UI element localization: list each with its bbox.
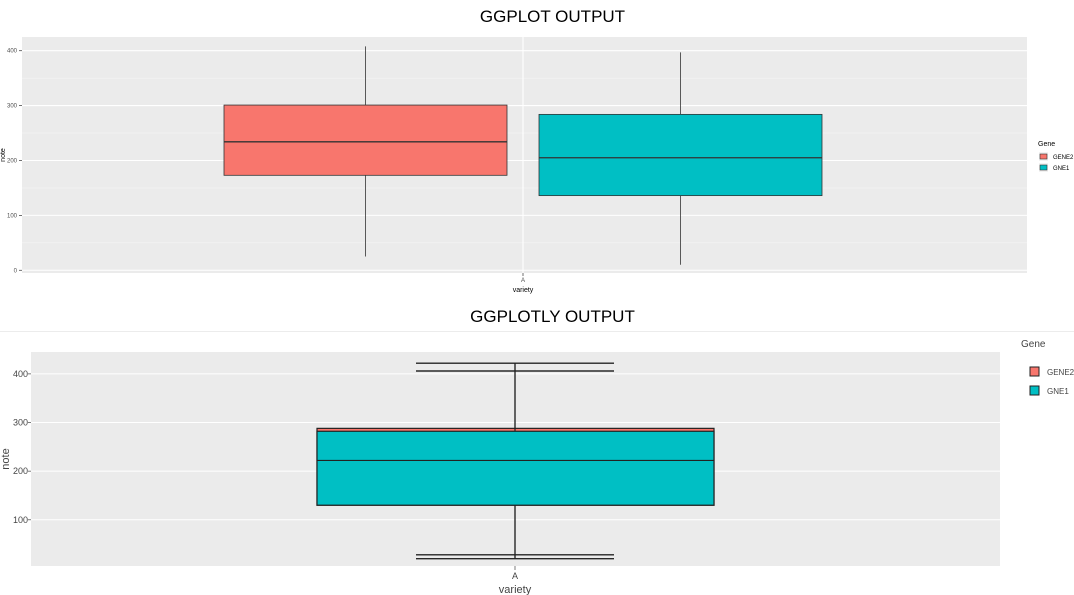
legend-label: GNE1 [1053,166,1070,172]
legend-title: Gene [1021,339,1046,350]
y-tick-label: 100 [7,213,18,219]
legend-label: GENE2 [1047,368,1074,377]
y-tick-label: 400 [7,49,18,55]
legend-key-gne1 [1039,164,1048,171]
y-axis-label: note [0,148,7,162]
legend-key-gne1 [1029,385,1040,396]
x-tick-label: A [512,571,518,581]
y-tick-label: 0 [14,268,18,274]
y-axis-label: note [0,448,12,469]
legend-label: GENE2 [1053,155,1074,161]
legend-key-gene2 [1029,366,1040,377]
x-tick-label: A [521,278,525,284]
box-gne1 [538,113,823,197]
x-axis-label: variety [499,584,532,595]
y-tick-label: 400 [13,369,28,379]
section-divider [0,331,1074,332]
bottom-chart-title: GGPLOTLY OUTPUT [470,307,635,326]
y-tick-label: 300 [7,104,18,110]
y-tick-label: 100 [13,515,28,525]
top-chart-title: GGPLOT OUTPUT [479,7,626,26]
legend-title: Gene [1038,141,1055,148]
box-gene2 [223,104,508,176]
plot-panel [22,37,1027,273]
y-tick-label: 300 [13,418,28,428]
x-axis-label: variety [513,287,534,294]
y-tick-label: 200 [13,466,28,476]
box-gne1 [316,430,715,506]
legend-label: GNE1 [1047,387,1069,396]
y-tick-label: 200 [7,158,18,164]
legend-key-gene2 [1039,153,1048,160]
